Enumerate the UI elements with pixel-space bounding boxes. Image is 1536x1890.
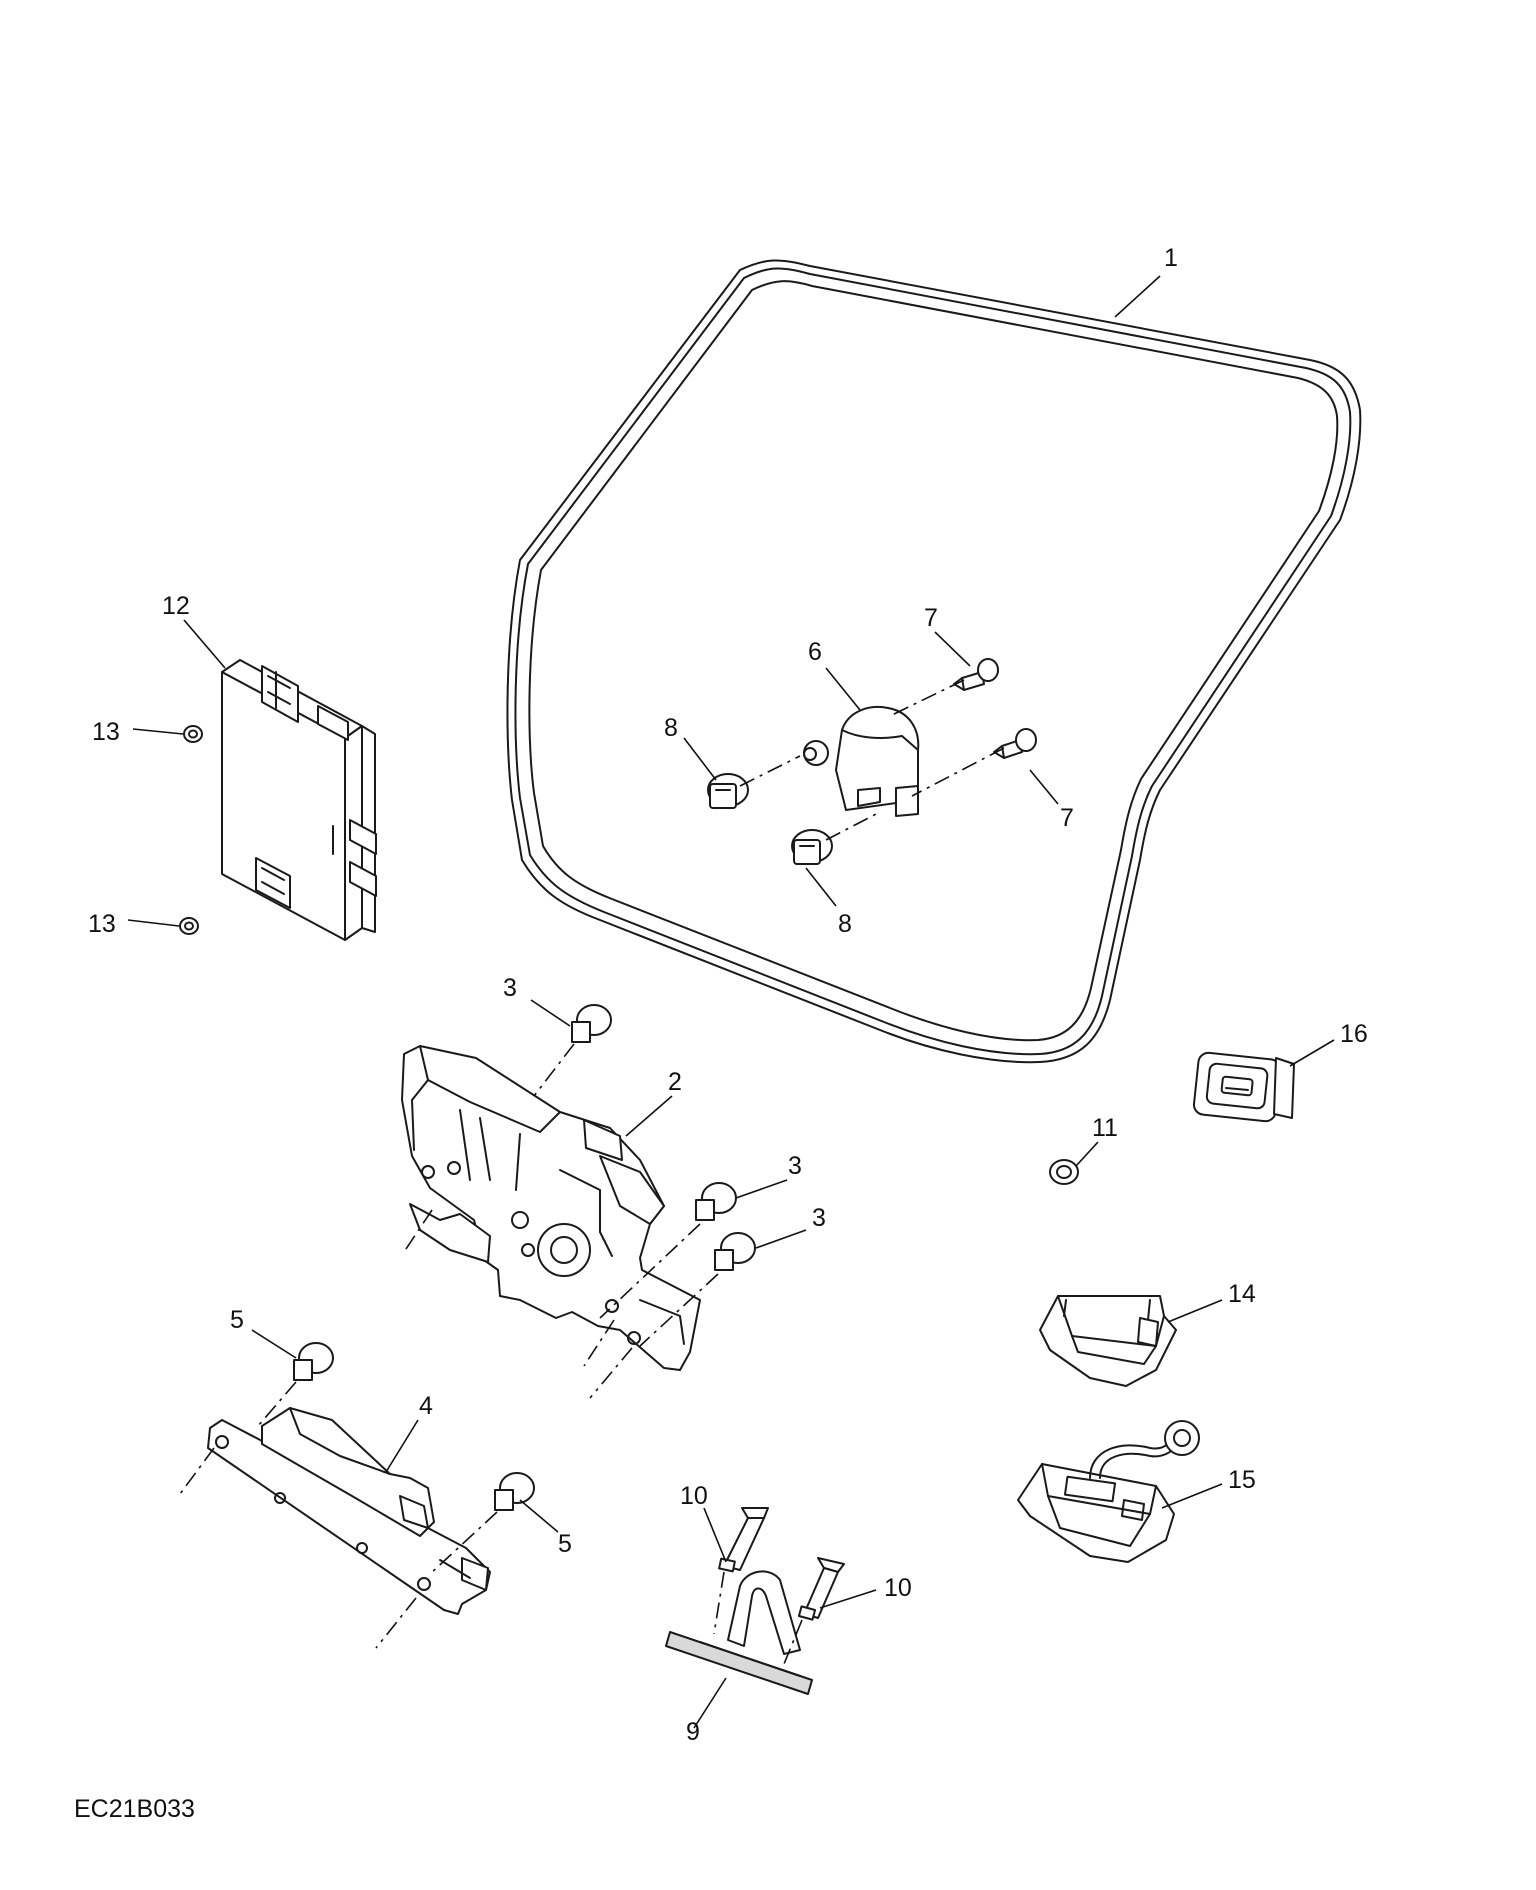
part-14-lamp-housing [1039,1295,1177,1387]
part-7-screw-upper [953,658,999,691]
part-13-nut-upper [183,725,203,743]
callout-16: 16 [1340,1020,1368,1048]
callout-4: 4 [419,1392,433,1420]
part-9-striker-plate [665,1570,813,1695]
part-10-fastener-left [718,1507,769,1573]
callout-13-lower: 13 [88,910,116,938]
drawing-reference: EC21B033 [74,1795,195,1823]
callout-6: 6 [808,638,822,666]
part-3-bolt-upper [571,1004,612,1043]
callout-14: 14 [1228,1280,1256,1308]
callout-5-upper: 5 [230,1306,244,1334]
assembly-lines [179,679,1005,1665]
callout-1: 1 [1164,244,1178,272]
callout-15: 15 [1228,1466,1256,1494]
callout-5-lower: 5 [558,1530,572,1558]
part-11-grommet [1049,1159,1079,1185]
part-2-latch-assembly [401,1045,701,1371]
callout-2: 2 [668,1068,682,1096]
part-13-nut-lower [179,917,199,935]
part-4-striker-assembly [207,1407,491,1615]
callout-3-right-lower: 3 [812,1204,826,1232]
callout-7-upper: 7 [924,604,938,632]
part-3-bolt-right-lower [714,1232,756,1271]
callout-13-upper: 13 [92,718,120,746]
callout-12: 12 [162,592,190,620]
callout-labels: 1 2 3 3 3 4 5 5 6 7 7 8 8 9 10 10 11 12 … [88,244,1368,1746]
part-8-clip-lower [791,829,833,865]
part-5-bolt-upper [293,1342,334,1381]
callout-3-right-upper: 3 [788,1152,802,1180]
callout-9: 9 [686,1718,700,1746]
part-6-bracket [803,706,920,817]
callout-3-upper: 3 [503,974,517,1002]
callout-8-lower: 8 [838,910,852,938]
part-8-clip-upper [707,773,749,809]
callout-7-lower: 7 [1060,804,1074,832]
leader-lines [127,275,1335,1729]
part-16-switch [1192,1051,1295,1123]
part-12-control-module [221,659,377,941]
callout-10-left: 10 [680,1482,708,1510]
part-5-bolt-lower [494,1472,535,1511]
callout-11: 11 [1092,1114,1118,1142]
part-10-fastener-right [797,1557,845,1621]
part-1-weatherstrip-seal [506,259,1362,1064]
callout-10-right: 10 [884,1574,912,1602]
part-7-screw-lower [993,728,1037,759]
part-3-bolt-right-upper [695,1182,737,1221]
callout-8-upper: 8 [664,714,678,742]
part-15-lamp-with-harness [1017,1420,1200,1563]
